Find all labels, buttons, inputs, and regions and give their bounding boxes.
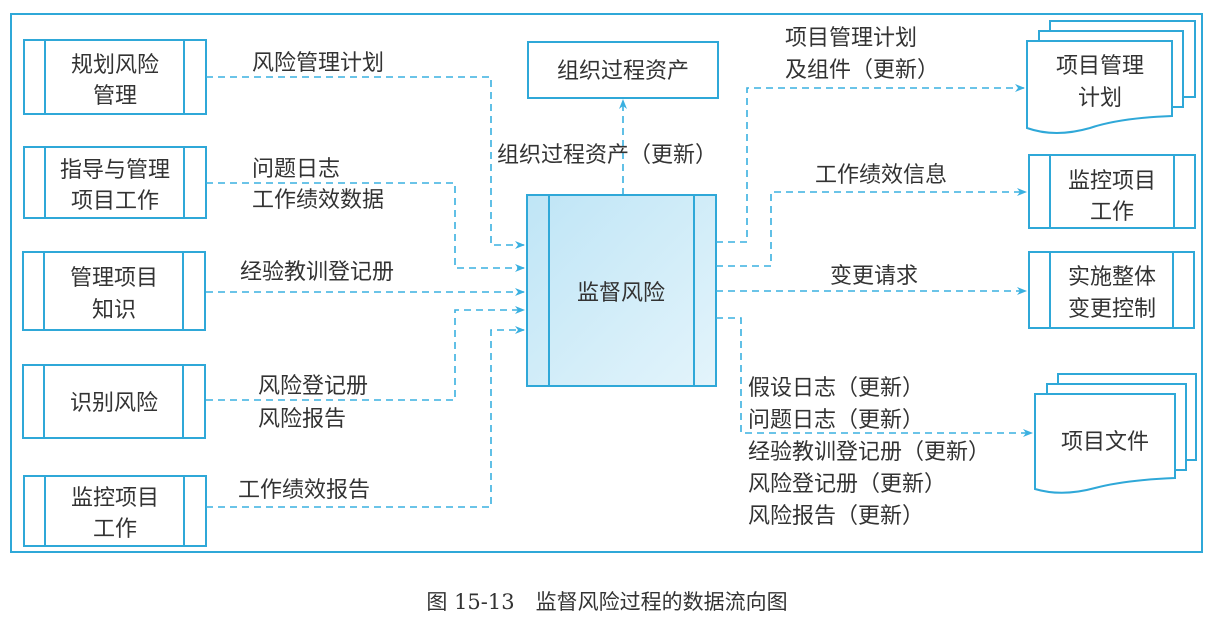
output-box-monitor-control-work: 监控项目 工作 [1028, 154, 1196, 229]
flow-label: 经验教训登记册（更新） [748, 440, 990, 465]
flow-arrow [206, 306, 525, 401]
flow-label: 风险登记册 [258, 374, 368, 399]
box-label: 项目文件 [1061, 430, 1149, 455]
flow-label: 假设日志（更新） [748, 376, 924, 401]
flow-arrow [206, 76, 525, 249]
input-box-plan-risk-management: 规划风险 管理 [23, 39, 207, 115]
input-box-identify-risks: 识别风险 [22, 364, 206, 439]
input-box-manage-project-knowledge: 管理项目 知识 [22, 251, 206, 331]
flow-arrow [206, 326, 525, 508]
flow-arrow [206, 182, 525, 272]
box-label: 变更控制 [1068, 297, 1156, 322]
flow-label: 问题日志（更新） [748, 408, 924, 433]
box-label: 项目工作 [71, 189, 159, 214]
box-label: 项目管理 [1056, 54, 1144, 79]
box-label: 组织过程资产 [557, 59, 689, 84]
box-label: 知识 [92, 298, 136, 323]
figure-caption: 图 15-13 监督风险过程的数据流向图 [426, 590, 787, 614]
flow-label: 风险管理计划 [252, 51, 384, 76]
flow-label: 工作绩效数据 [252, 188, 384, 213]
box-label: 指导与管理 [60, 158, 170, 183]
input-box-direct-manage-work: 指导与管理 项目工作 [23, 146, 207, 219]
flow-arrow [716, 84, 1025, 243]
flow-label: 工作绩效报告 [238, 478, 370, 503]
box-label: 监控项目 [1068, 169, 1156, 194]
box-label: 工作 [93, 517, 137, 542]
flow-label: 变更请求 [830, 264, 918, 289]
flow-arrow [716, 317, 1033, 437]
box-label: 识别风险 [70, 391, 158, 416]
flow-label: 风险报告（更新） [748, 504, 924, 529]
flow-label: 工作绩效信息 [815, 163, 947, 188]
box-label: 实施整体 [1068, 265, 1156, 290]
output-doc-project-management-plan: 项目管理 计划 [1026, 20, 1196, 134]
box-label: 规划风险 [71, 53, 159, 78]
box-label: 管理项目 [70, 266, 158, 291]
center-label: 监督风险 [577, 281, 665, 306]
diagram-frame [10, 13, 1203, 553]
box-label: 工作 [1090, 200, 1134, 225]
flow-label: 风险登记册（更新） [748, 472, 946, 497]
flow-label: 组织过程资产（更新） [497, 143, 717, 168]
input-box-monitor-control-work: 监控项目 工作 [23, 475, 207, 547]
box-label: 计划 [1078, 86, 1122, 111]
flow-arrow [716, 188, 1027, 267]
output-doc-project-documents: 项目文件 [1034, 373, 1197, 494]
box-label: 管理 [93, 84, 137, 109]
output-box-integrated-change-control: 实施整体 变更控制 [1028, 251, 1195, 329]
flow-label: 项目管理计划 [785, 26, 917, 51]
flow-label: 风险报告 [258, 407, 346, 432]
box-label: 监控项目 [71, 486, 159, 511]
flow-label: 经验教训登记册 [240, 260, 394, 285]
flow-label: 及组件（更新） [785, 58, 939, 83]
center-process-monitor-risks: 监督风险 [526, 194, 717, 387]
flow-label: 问题日志 [252, 157, 340, 182]
org-process-assets-box: 组织过程资产 [527, 41, 719, 99]
